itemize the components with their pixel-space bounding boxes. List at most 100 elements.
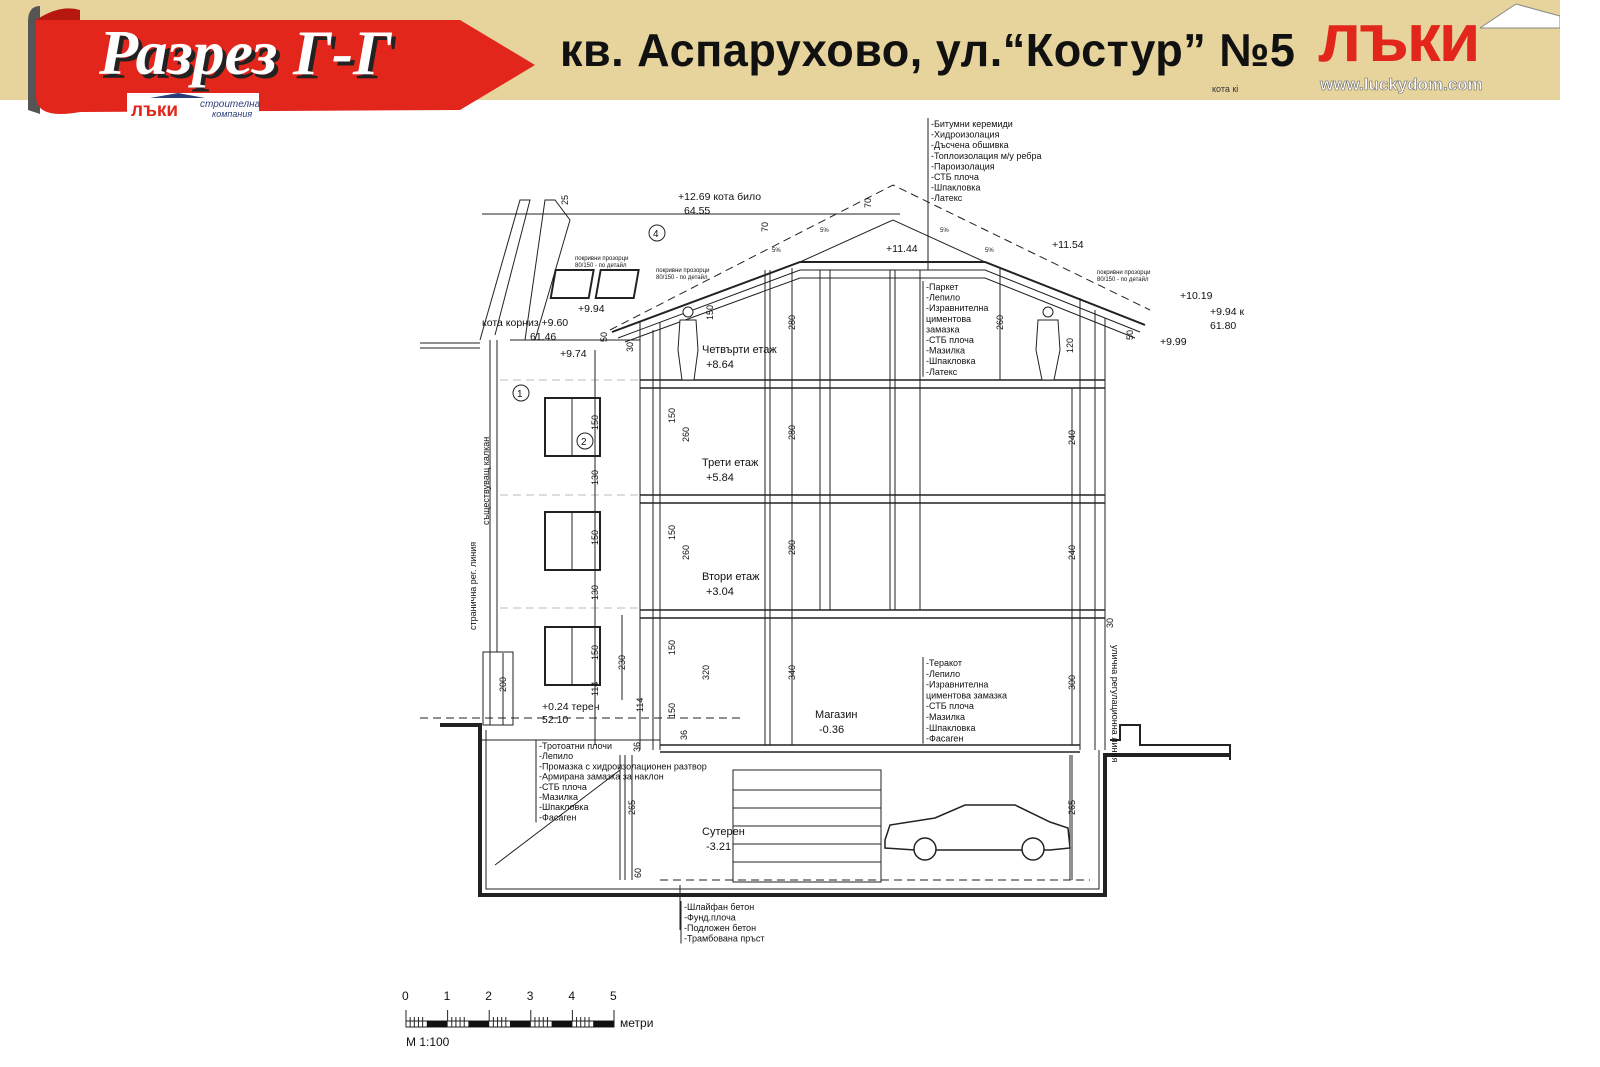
scale-block (468, 1021, 490, 1027)
layer-item: -Шлайфан бетон (684, 902, 754, 912)
ground-basement-outline (440, 723, 1230, 897)
floor-level: +8.64 (706, 359, 734, 371)
dimension-value: 260 (681, 427, 691, 442)
level-ridge-abs: 64.55 (684, 205, 710, 217)
level-eave-right-abs: 61.80 (1210, 320, 1236, 332)
slope-label: 5% (940, 228, 949, 234)
layer-item: -Лепило (926, 669, 960, 679)
callout-4: 4 (653, 229, 659, 240)
roof-window-note: покривни прозорци (575, 256, 628, 262)
level-terrain-abs: 52.10 (542, 714, 568, 726)
level-ridge: +12.69 кота било (678, 191, 761, 203)
small-logo-roof (150, 93, 205, 98)
sidewalk-layers-list: -Тротоатни плочи-Лепило-Промазка с хидро… (535, 740, 707, 823)
project-address: кв. Аспарухово, ул.“Костур” №5 (560, 24, 1296, 76)
floor-name: Трети етаж (702, 457, 759, 469)
dimension-value: 30 (1105, 618, 1115, 628)
dimension-value: 340 (787, 665, 797, 680)
scale-block (551, 1021, 573, 1027)
scale-tick-label: 4 (568, 989, 575, 1003)
small-logo-brand: лъки (131, 100, 178, 121)
scale-tick-label: 0 (402, 989, 409, 1003)
layer-item: -СТБ плоча (539, 782, 587, 792)
side-line-note: странична рег. линия (468, 542, 478, 630)
scale-tick-label: 2 (485, 989, 492, 1003)
dimension-value: 120 (1065, 338, 1075, 353)
layer-item: -Трамбована пръст (684, 934, 765, 944)
dimension-value: 50 (1125, 330, 1135, 340)
party-wall-note: съществуващ калкан (481, 437, 491, 525)
layer-item: -Промазка с хидроизолационен разтвор (539, 761, 707, 771)
layer-item: -Лепило (926, 293, 960, 303)
layer-item: -Теракот (926, 658, 962, 668)
dimension-value: 280 (787, 315, 797, 330)
layer-item: -Шпакловка (539, 802, 588, 812)
brand-logo: лъки (1318, 0, 1481, 76)
slope-label: 5% (772, 248, 781, 254)
level-eave-left-low: +9.74 (560, 348, 587, 360)
layer-item: -Фасаген (539, 812, 576, 822)
banner-arrow (36, 20, 535, 114)
dimension-value: 300 (1067, 675, 1077, 690)
dimension-value: 150 (667, 703, 677, 718)
dimension-value: 150 (667, 408, 677, 423)
small-logo-sub2: компания (212, 109, 252, 119)
roof-window-note: 80/150 - по детайл (656, 274, 708, 281)
layer-item: -СТБ плоча (926, 701, 974, 711)
dimension-value: 150 (590, 415, 600, 430)
shop-layers-list: -Теракот-Лепило-Изравнителна циментова з… (922, 657, 1007, 744)
brand-roof-icon (1480, 3, 1560, 29)
level-top-right: +11.54 (1052, 239, 1084, 251)
layer-item: -Хидроизолация (931, 130, 1000, 140)
dimension-value: 260 (995, 315, 1005, 330)
floor-name: Четвърти етаж (702, 344, 777, 356)
roof-window-note: 80/150 - по детайл (575, 262, 627, 269)
dimension-value: 280 (787, 540, 797, 555)
callout-2: 2 (581, 437, 587, 448)
dimension-value: 150 (590, 530, 600, 545)
layer-item: -Лепило (539, 751, 573, 761)
dimension-value: 150 (705, 305, 715, 320)
floor-name: Втори етаж (702, 571, 760, 583)
dimension-value: 260 (681, 545, 691, 560)
level-cornice-abs: 61.46 (530, 331, 556, 343)
level-eave-right-2: +9.94 к (1210, 306, 1244, 318)
title-band: Разрез Г-Г лъки строителна компания кв. … (0, 0, 1560, 121)
neighbour-window (544, 626, 601, 686)
dimension-value: 265 (627, 800, 637, 815)
layer-item: -СТБ плоча (931, 172, 979, 182)
scale-unit: метри (620, 1016, 653, 1030)
layer-item: -Паркет (926, 282, 958, 292)
dimension-value: 60 (633, 868, 643, 878)
dimension-value: 280 (787, 425, 797, 440)
human-figure (1035, 306, 1061, 381)
scale-bar-track (405, 1020, 615, 1028)
layer-item: -Дъсчена обшивка (931, 140, 1009, 150)
dimension-value: 36 (679, 730, 689, 740)
layer-item: -Шпакловка (926, 356, 975, 366)
callout-markers: 1 2 4 (512, 224, 666, 450)
floor-name: Сутерен (702, 826, 745, 838)
dimension-labels: 2802802803402602402403002652651501301501… (498, 195, 1135, 878)
neighbour-window (544, 511, 601, 571)
floor-level: +3.04 (706, 586, 734, 598)
dimension-value: 320 (701, 665, 711, 680)
layer-item: -Латекс (926, 367, 958, 377)
car-wheel (1021, 837, 1045, 861)
dimension-value: 130 (590, 585, 600, 600)
scale-block (593, 1021, 614, 1027)
callout-1: 1 (517, 389, 523, 400)
section-title: Разрез Г-Г (98, 17, 392, 88)
roof-window-note: 80/150 - по детайл (1097, 276, 1149, 283)
dimension-value: 230 (617, 655, 627, 670)
layer-item: -Пароизолация (931, 161, 995, 171)
floor-level: -0.36 (819, 724, 844, 736)
level-eave-right: +10.19 (1180, 290, 1213, 302)
layer-item: замазка (926, 324, 960, 334)
layer-item: -Изравнителна (926, 680, 988, 690)
roof-window-note: покривни прозорци (656, 268, 709, 274)
small-logo-sub1: строителна (200, 99, 261, 110)
slope-label: 5% (985, 248, 994, 254)
